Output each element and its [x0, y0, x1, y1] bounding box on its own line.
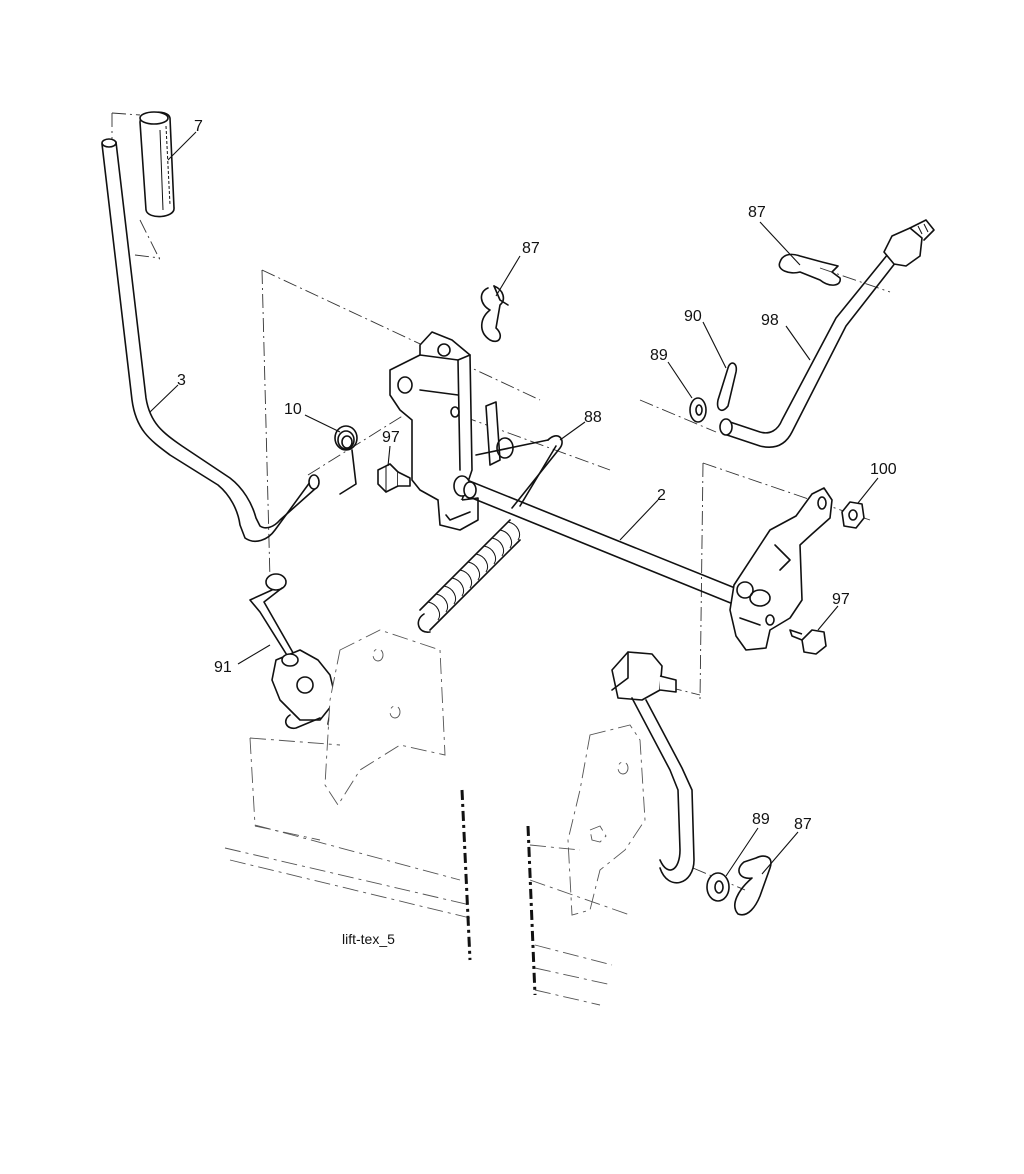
nut-100 [841, 501, 865, 529]
rod-98 [719, 219, 935, 448]
callout-97-lower: 97 [832, 591, 850, 608]
right-deck-plate [526, 724, 646, 1006]
left-deck-plate [224, 629, 472, 961]
spring-rod-88 [475, 435, 563, 509]
shaft-2 [453, 475, 741, 607]
callout-2: 2 [657, 487, 666, 504]
callout-87-right: 87 [748, 204, 766, 221]
bolt-97-upper [377, 463, 411, 493]
callout-90: 90 [684, 308, 702, 325]
hairpin-87-upper [480, 285, 509, 343]
clip-90 [716, 362, 738, 412]
callout-87-lower: 87 [794, 816, 812, 833]
washer-89-lower [706, 872, 730, 902]
callout-7: 7 [194, 118, 203, 135]
callout-3: 3 [177, 372, 186, 389]
extension-spring [417, 519, 521, 633]
main-bracket [389, 331, 514, 531]
right-bracket [729, 487, 833, 651]
torsion-spring-10 [334, 425, 358, 495]
lower-link-block [611, 651, 695, 884]
bolt-97-lower [789, 629, 827, 655]
callout-97-upper: 97 [382, 429, 400, 446]
washer-89-upper [689, 397, 707, 423]
callout-labels: 7 3 10 97 87 88 2 87 90 98 89 100 97 91 … [177, 118, 897, 833]
hairpin-87-right [778, 253, 841, 286]
callout-89-lower: 89 [752, 811, 770, 828]
leader-lines [149, 131, 879, 877]
grip-7 [139, 111, 175, 218]
callout-87-upper: 87 [522, 240, 540, 257]
diagram-caption: lift-tex_5 [342, 931, 395, 947]
lift-lever-3 [101, 138, 320, 542]
callout-10: 10 [284, 401, 302, 418]
callout-98: 98 [761, 312, 779, 329]
callout-100: 100 [870, 461, 897, 478]
callout-91: 91 [214, 659, 232, 676]
callout-88: 88 [584, 409, 602, 426]
hairpin-87-lower [734, 855, 772, 916]
centerlines [111, 112, 891, 891]
callout-89-upper: 89 [650, 347, 668, 364]
